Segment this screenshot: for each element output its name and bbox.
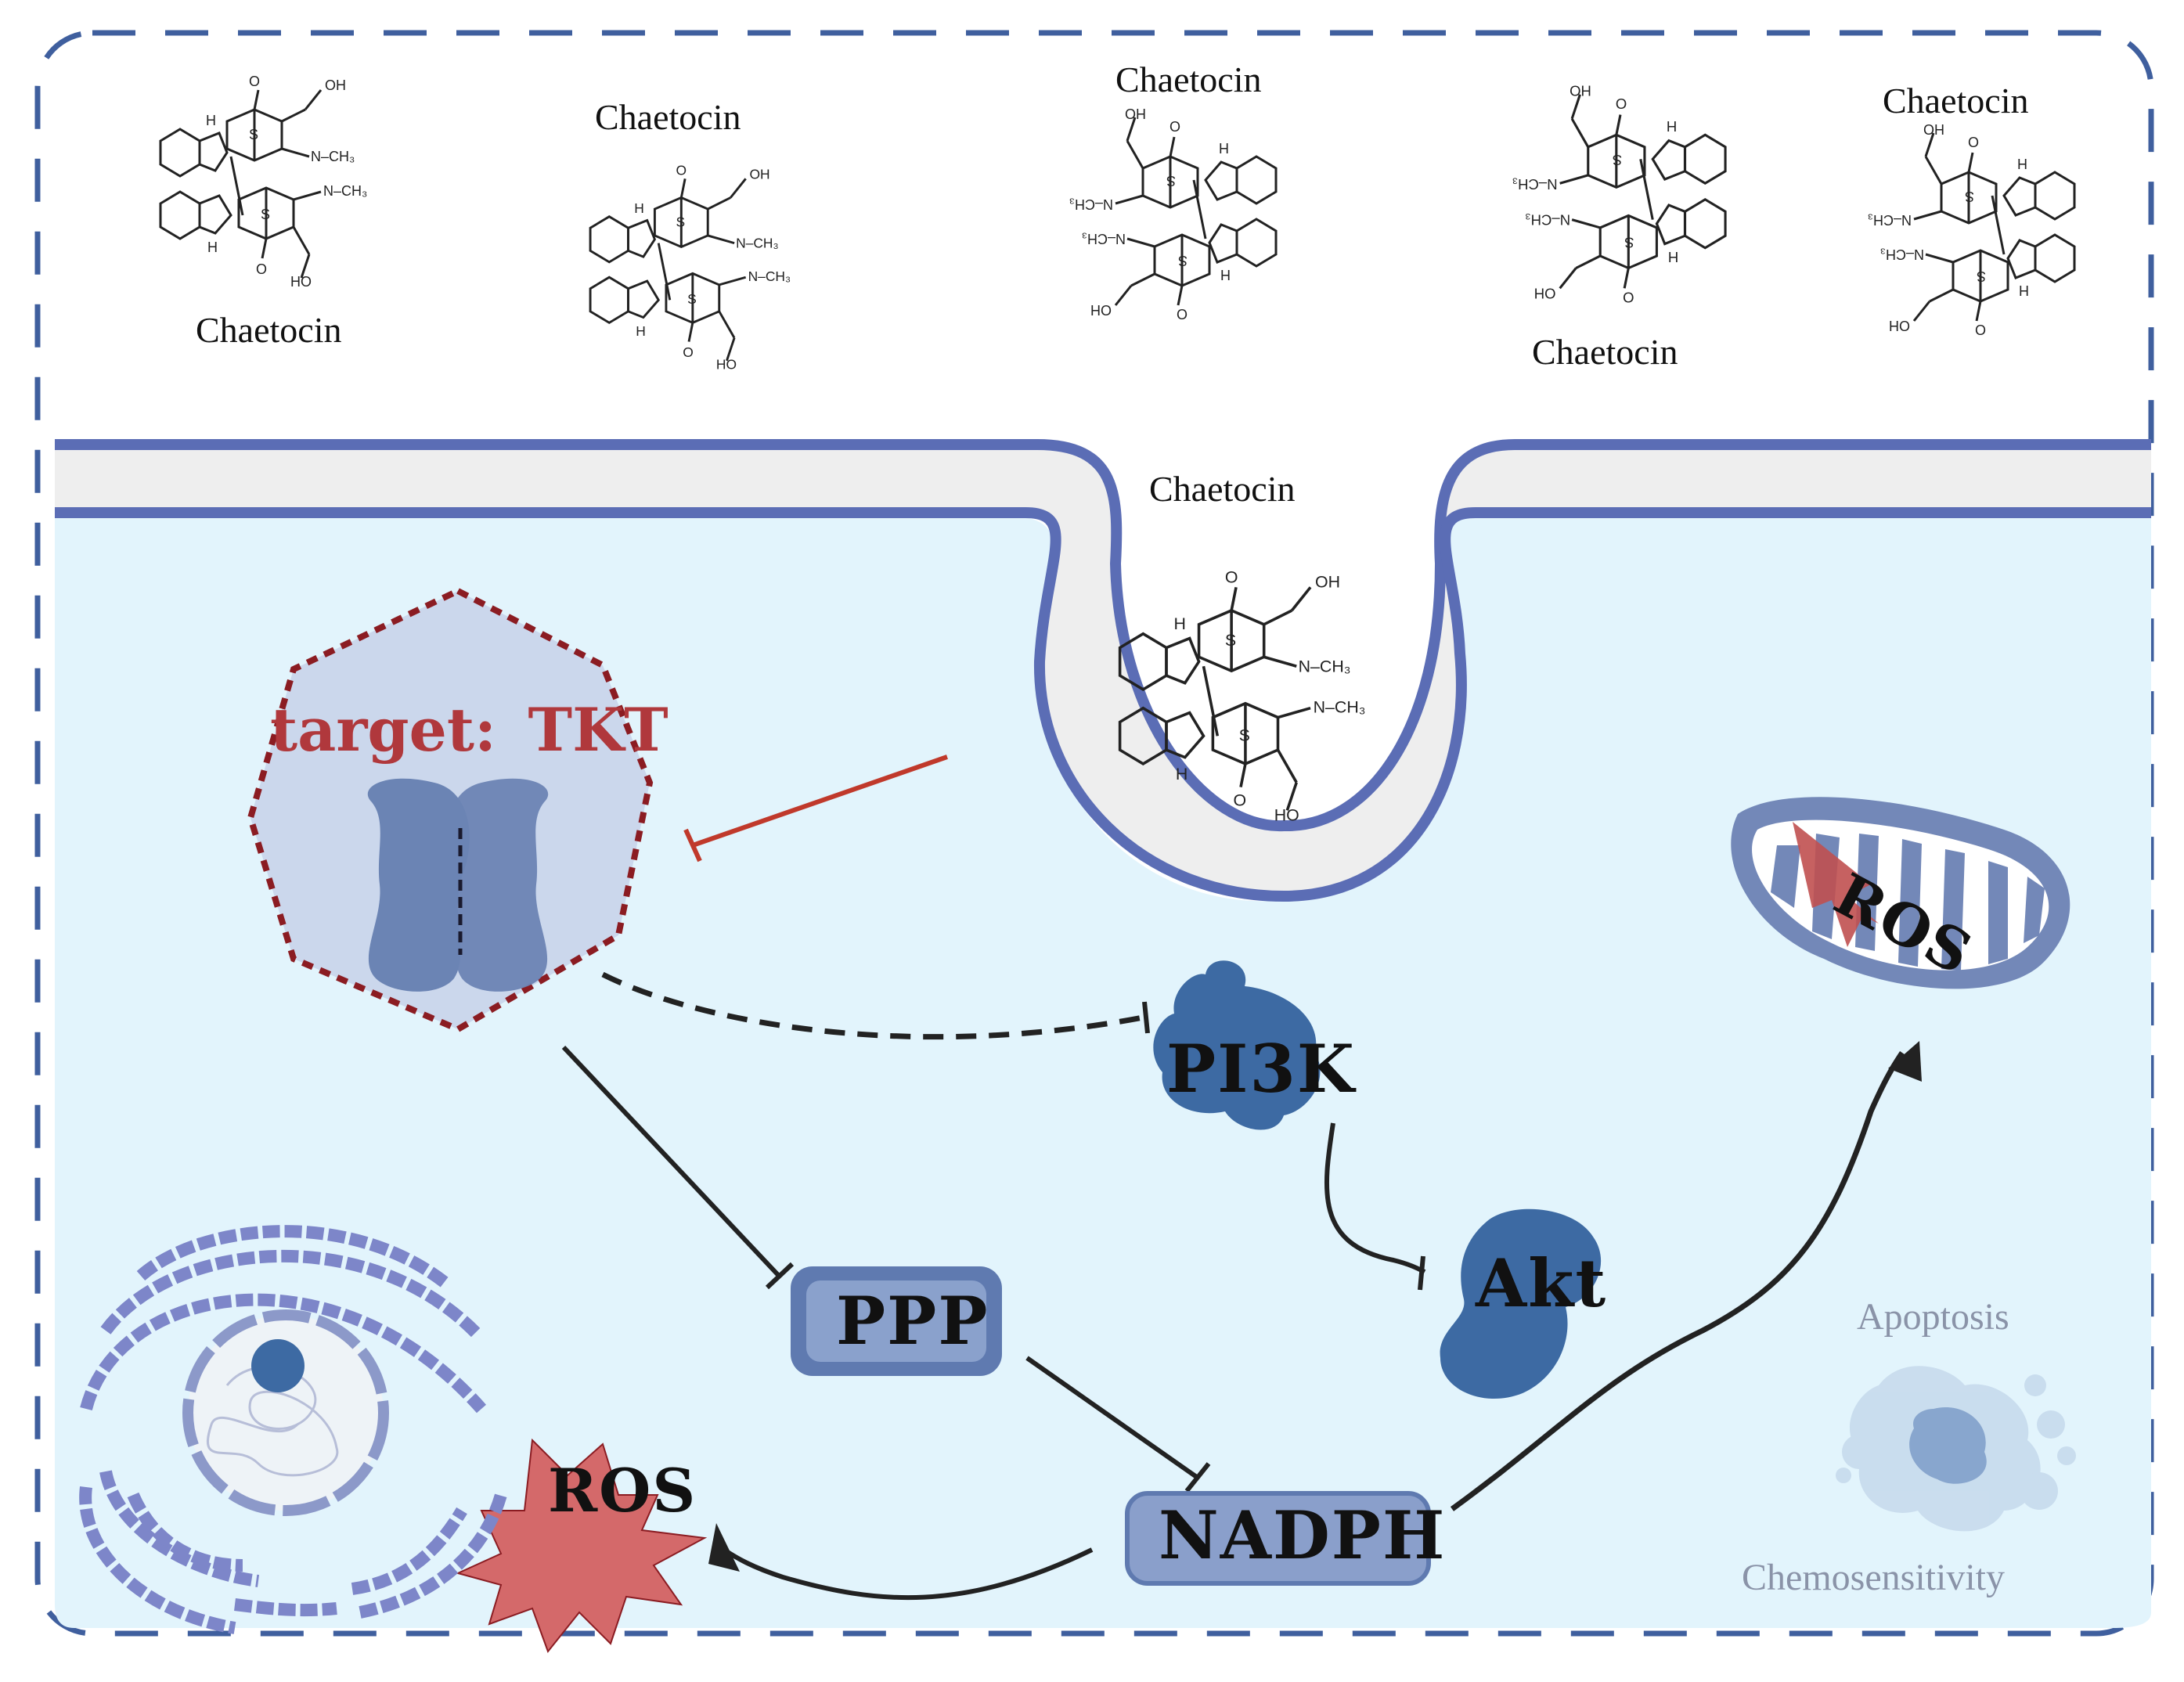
ppp-to-nadph-line bbox=[1025, 1356, 1199, 1480]
membrane-outer-line bbox=[55, 439, 2151, 832]
target-prefix: target: bbox=[270, 695, 497, 765]
membrane-inner-line bbox=[55, 507, 2151, 902]
tkt-to-pi3k-bar bbox=[1142, 1001, 1150, 1034]
nadph-to-ros-arrowhead bbox=[708, 1523, 740, 1572]
chaetocin-molecule-4 bbox=[1510, 81, 1727, 307]
ppp-to-nadph-bar bbox=[1184, 1462, 1211, 1493]
nadph-to-ros-line bbox=[723, 1547, 1094, 1601]
nadph-box bbox=[1125, 1491, 1431, 1586]
chaetocin-molecule-2 bbox=[589, 160, 792, 373]
akt-shape bbox=[1440, 1208, 1602, 1399]
tkt-to-pi3k-dashed bbox=[601, 971, 1144, 1040]
outer-dashed-frame bbox=[34, 30, 2154, 1637]
pi3k-shape bbox=[1153, 960, 1321, 1130]
nadph-to-mito-line bbox=[1450, 1051, 1905, 1511]
ros-label-nucleus: ROS bbox=[548, 1456, 697, 1525]
chaetocin-label-3: Chaetocin bbox=[1115, 59, 1262, 99]
nadph-to-mito-arrowhead bbox=[1888, 1041, 1922, 1082]
pi3k-to-akt-bar bbox=[1418, 1255, 1425, 1291]
chaetocin-molecule-3 bbox=[1068, 104, 1278, 323]
tkt-to-ppp-bar bbox=[765, 1262, 795, 1290]
nadph-label: NADPH bbox=[1159, 1497, 1447, 1574]
ppp-label: PPP bbox=[836, 1282, 989, 1360]
chemosensitivity-label: Chemosensitivity bbox=[1742, 1557, 2005, 1598]
chaetocin-label-5: Chaetocin bbox=[1883, 81, 2029, 121]
drug-inhibits-tkt-line bbox=[692, 755, 948, 848]
chaetocin-label-1: Chaetocin bbox=[196, 310, 342, 350]
apoptosis-label: Apoptosis bbox=[1857, 1296, 2009, 1338]
drug-inhibits-tkt-bar bbox=[683, 828, 702, 863]
pi3k-label: PI3K bbox=[1166, 1030, 1356, 1108]
target-label: target: TKT bbox=[270, 695, 669, 765]
chaetocin-label-2: Chaetocin bbox=[595, 97, 741, 137]
chaetocin-molecule-1 bbox=[159, 72, 369, 291]
tkt-dimer-icon bbox=[367, 778, 549, 992]
chaetocin-label-4: Chaetocin bbox=[1532, 332, 1678, 372]
cell-membrane-band bbox=[55, 445, 2151, 896]
ppp-box-inner bbox=[806, 1280, 986, 1362]
mitochondrion-icon bbox=[1731, 797, 2070, 989]
chaetocin-molecule-5 bbox=[1866, 120, 2076, 339]
nucleus-icon bbox=[79, 1225, 507, 1634]
target-name: TKT bbox=[528, 695, 669, 765]
akt-label: Akt bbox=[1476, 1244, 1608, 1322]
tkt-to-ppp-line bbox=[561, 1045, 781, 1278]
pi3k-to-akt-line bbox=[1324, 1122, 1426, 1274]
ros-burst-icon bbox=[456, 1438, 708, 1654]
chaetocin-label-vesicle: Chaetocin bbox=[1149, 469, 1296, 509]
apoptotic-cell-icon bbox=[1836, 1366, 2076, 1532]
